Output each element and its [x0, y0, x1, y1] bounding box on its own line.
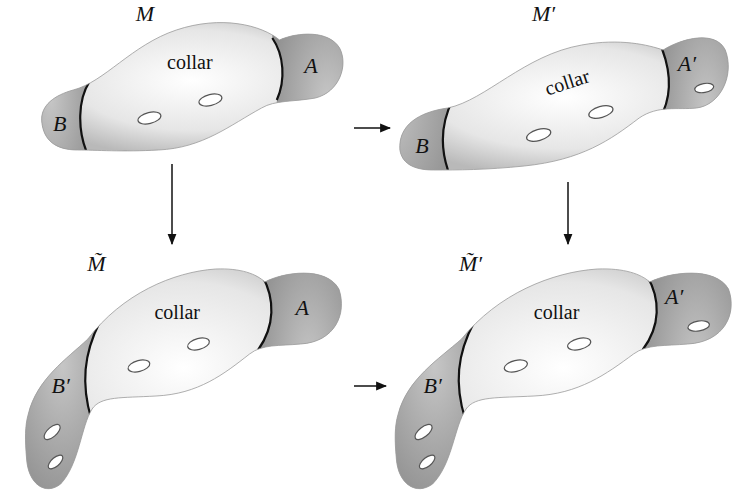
handle-hole — [42, 422, 62, 443]
handle-hole — [687, 319, 710, 332]
handle-hole — [46, 453, 64, 472]
handle-hole — [198, 92, 223, 108]
surface-outline — [25, 269, 341, 489]
boundary-curve — [658, 40, 669, 112]
boundary-curve — [272, 38, 282, 100]
end-label: A — [304, 55, 317, 77]
end-label: B — [415, 135, 428, 157]
boundary-curve — [80, 82, 89, 152]
handle-hole — [413, 422, 435, 443]
handle-hole — [417, 453, 436, 472]
boundary-curve — [443, 100, 453, 175]
boundary-curve — [459, 322, 475, 419]
map-arrow — [171, 164, 173, 244]
handle-hole — [503, 358, 528, 374]
surface-figure — [390, 248, 740, 494]
end-region — [390, 248, 498, 494]
end-label: B′ — [423, 375, 441, 397]
handle-hole — [137, 110, 162, 126]
surface-node: M′collarA′B — [394, 2, 740, 178]
end-region — [20, 248, 122, 494]
end-label: A′ — [678, 53, 696, 75]
end-region — [394, 2, 457, 178]
surface-figure — [34, 2, 350, 160]
map-arrow — [354, 385, 386, 387]
collar-label: collar — [534, 302, 580, 322]
map-arrow — [354, 127, 390, 129]
surface-outline — [395, 269, 731, 489]
surface-node: Mcollar A B — [34, 2, 350, 160]
surface-node: M̃′ collar A′ B′ — [390, 248, 740, 494]
surface-figure — [20, 248, 350, 494]
handle-hole — [694, 82, 714, 94]
surface-outline — [400, 38, 728, 170]
surface-name: M̃ — [87, 253, 105, 275]
collar-label: collar — [154, 302, 200, 322]
handle-hole — [127, 358, 151, 374]
end-region — [34, 2, 96, 160]
collar-label: collar — [167, 52, 213, 72]
surface-outline — [42, 23, 343, 151]
surface-name: M — [136, 3, 154, 25]
surface-name: M̃′ — [459, 253, 482, 275]
handle-hole — [525, 126, 552, 143]
surface-node: M̃ collar A B′ — [20, 248, 350, 494]
map-arrow — [567, 182, 569, 244]
end-label: A — [296, 297, 309, 319]
surface-name: M′ — [532, 3, 555, 25]
end-label: A′ — [665, 286, 683, 308]
boundary-curve — [643, 276, 657, 350]
handle-hole — [567, 336, 592, 352]
end-label: B — [53, 113, 66, 135]
end-label: B′ — [51, 375, 69, 397]
end-region — [658, 2, 740, 178]
boundary-curve — [85, 322, 100, 419]
boundary-curve — [258, 276, 271, 350]
handle-hole — [187, 336, 211, 352]
handle-hole — [588, 103, 615, 120]
